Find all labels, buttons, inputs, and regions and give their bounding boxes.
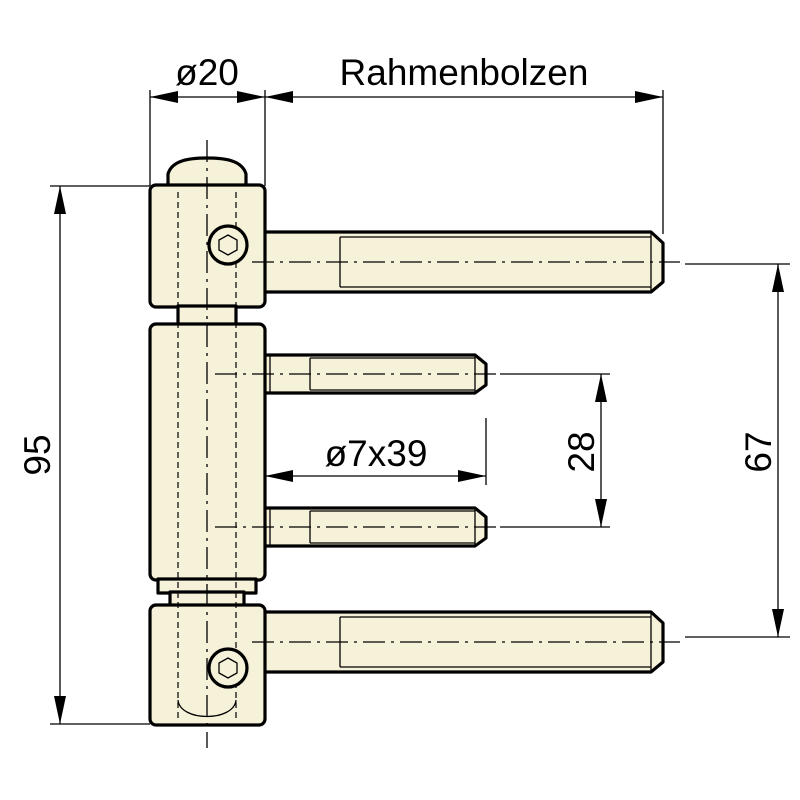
set-screw-top [207, 224, 249, 266]
label-pin-size: ø7x39 [325, 433, 428, 474]
label-frame-bolts: Rahmenbolzen [340, 52, 589, 93]
dimension-diameter-barrel [150, 91, 265, 103]
label-total-height: 95 [17, 434, 58, 475]
extension-lines [50, 90, 790, 725]
set-screw-bottom [207, 647, 249, 689]
center-lines [206, 140, 680, 748]
dimension-frame-bolts [265, 91, 663, 103]
label-pin-spacing-small: 28 [561, 431, 602, 472]
dimension-pin-spacing-small [595, 374, 607, 527]
dimension-pin-spacing-large [772, 264, 784, 637]
dimension-total-height [54, 186, 66, 724]
label-pin-spacing-large: 67 [738, 431, 779, 472]
dimension-pin-length [265, 470, 486, 482]
label-diameter-barrel: ø20 [175, 52, 239, 93]
